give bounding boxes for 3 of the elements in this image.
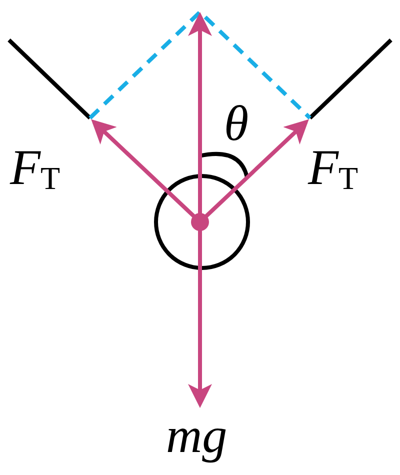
force-label: F$_{T}$ [308, 142, 358, 194]
force-label: F$_{T}$ [10, 142, 60, 194]
angle-label: θ [224, 98, 249, 148]
